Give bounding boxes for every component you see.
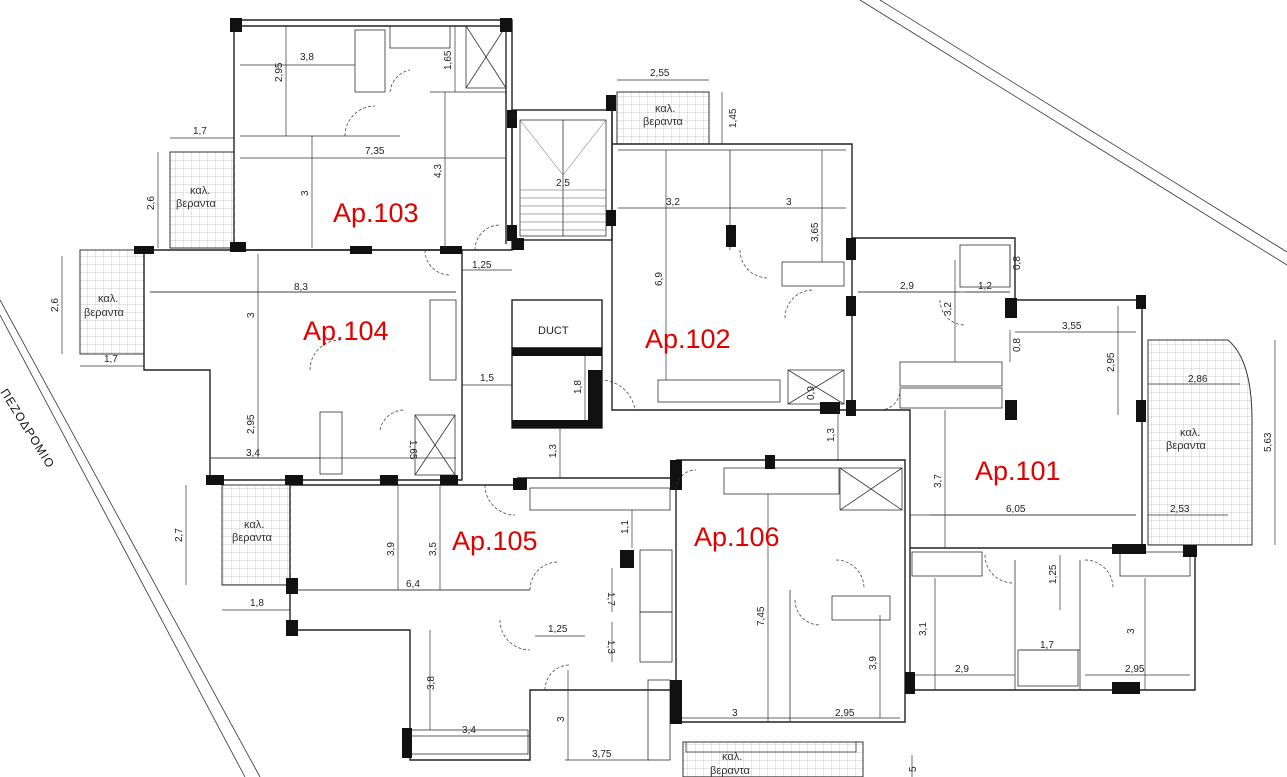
dim-label: 1,8 (573, 380, 584, 394)
dim-label: 1,1 (620, 520, 631, 534)
dim-label: 1,2 (978, 281, 992, 292)
balcony-label-line1: καλ. (190, 185, 210, 197)
dim-label: 2,7 (174, 528, 185, 542)
dim-label: 2,86 (1188, 374, 1208, 385)
dim-label: 3,8 (426, 676, 437, 690)
dim-label: 3,2 (943, 302, 954, 316)
dim-label: 8,3 (294, 282, 308, 293)
dim-label: 3,2 (666, 197, 680, 208)
dim-label: 3,7 (933, 474, 944, 488)
balcony-label-line1: καλ. (98, 293, 118, 305)
dim-label: 3,8 (300, 52, 314, 63)
balcony-label-line2: βεραντα (643, 116, 684, 128)
dim-label: 2,6 (50, 298, 61, 312)
dim-label: 1,45 (728, 108, 739, 128)
balcony-106 (682, 741, 864, 777)
dim-label: 2,6 (146, 196, 157, 210)
dim-label: 3,55 (1062, 321, 1082, 332)
dim-label: 2,5 (556, 178, 570, 189)
dim-label: 1,25 (548, 624, 568, 635)
dim-label: 2,9 (955, 664, 969, 675)
dim-label: 1,3 (548, 444, 559, 458)
apartment-label-101: Ap.101 (975, 456, 1061, 486)
balcony-label-line2: βεραντα (84, 307, 125, 319)
apartment-label-106: Ap.106 (694, 522, 780, 552)
balcony-label-line2: βεραντα (176, 198, 217, 210)
balcony-labels: καλ. βεραντα καλ. βεραντα καλ. βεραντα κ… (84, 103, 1207, 777)
dim-label: 1,7 (193, 126, 207, 137)
balcony-102 (616, 91, 710, 145)
balcony-104 (79, 249, 145, 355)
dim-label: 2,95 (1125, 664, 1145, 675)
dim-label: 4,3 (433, 164, 444, 178)
dim-label: 3 (786, 197, 792, 208)
dim-label: 6,9 (654, 272, 665, 286)
dim-label: 3 (1126, 628, 1137, 634)
balcony-label-line2: βεραντα (232, 532, 273, 544)
dim-label: 3,4 (246, 448, 260, 459)
balcony-103 (169, 151, 235, 249)
apartment-label-103: Ap.103 (333, 198, 419, 228)
dim-label: 2,9 (900, 281, 914, 292)
dim-label: 1,65 (443, 50, 454, 70)
dim-label: 1,8 (250, 598, 264, 609)
dim-label: 6,4 (406, 579, 420, 590)
dim-label: 1,3 (826, 428, 837, 442)
dim-label: 3 (300, 190, 311, 196)
balconies (79, 91, 1253, 777)
dim-label: 1,7 (605, 592, 616, 606)
dim-label: 5,63 (1263, 432, 1274, 452)
balcony-label-line1: καλ. (722, 751, 742, 763)
dim-label: 3,9 (386, 542, 397, 556)
road-label: ΠΕΖΟΔΡΟΜΙΟ (0, 386, 58, 471)
dim-label: 3,9 (868, 656, 879, 670)
columns (134, 18, 1197, 758)
dim-label: 3 (556, 716, 567, 722)
dim-label: 1,65 (407, 440, 418, 460)
dim-label: 1,25 (472, 260, 492, 271)
dim-label: 2,95 (246, 414, 257, 434)
duct-label: DUCT (538, 325, 569, 337)
balcony-label-line2: βεραντα (1166, 440, 1207, 452)
dim-label: 2,95 (835, 708, 855, 719)
balcony-label-line1: καλ. (1180, 427, 1200, 439)
dim-label: 7,45 (756, 606, 767, 626)
door-swings (309, 69, 1114, 691)
dim-label: 3 (246, 312, 257, 318)
dim-label: 2,53 (1170, 504, 1190, 515)
dim-label: 2,95 (1106, 352, 1117, 372)
balcony-105 (221, 484, 291, 586)
balcony-label-line1: καλ. (244, 519, 264, 531)
dim-label: 3,5 (428, 542, 439, 556)
apartment-label-102: Ap.102 (645, 324, 731, 354)
balcony-101 (1147, 339, 1253, 546)
dimension-lines (61, 26, 1276, 777)
dimension-labels: 3,8 2,95 1,65 7,35 4,3 3 1,7 2,6 2,55 1,… (50, 50, 1274, 772)
dim-label: 7,35 (365, 146, 385, 157)
dim-label: 2,95 (274, 62, 285, 82)
dim-label: 3,75 (592, 749, 612, 760)
apartment-label-105: Ap.105 (452, 526, 538, 556)
dim-label: 6,05 (1006, 504, 1026, 515)
dim-label: 1,5 (480, 373, 494, 384)
dim-label: 5 (908, 766, 919, 772)
balcony-label-line2: βεραντα (710, 765, 751, 777)
dim-label: 1,7 (1040, 640, 1054, 651)
dim-label: 3 (732, 708, 738, 719)
dim-label: 3,65 (810, 222, 821, 242)
dim-label: 0,8 (1012, 338, 1023, 352)
dim-label: 1,3 (605, 640, 616, 654)
dim-label: 0,9 (806, 386, 817, 400)
apartment-labels: Ap.103 Ap.104 Ap.102 Ap.101 Ap.105 Ap.10… (303, 198, 1061, 556)
apartment-label-104: Ap.104 (303, 316, 389, 346)
dim-label: 3,1 (918, 622, 929, 636)
dim-label: 3,4 (462, 725, 476, 736)
dim-label: 1,7 (104, 354, 118, 365)
dim-label: 0,8 (1012, 256, 1023, 270)
dim-label: 1,25 (1048, 564, 1059, 584)
balcony-label-line1: καλ. (655, 103, 675, 115)
dim-label: 2,55 (650, 68, 670, 79)
